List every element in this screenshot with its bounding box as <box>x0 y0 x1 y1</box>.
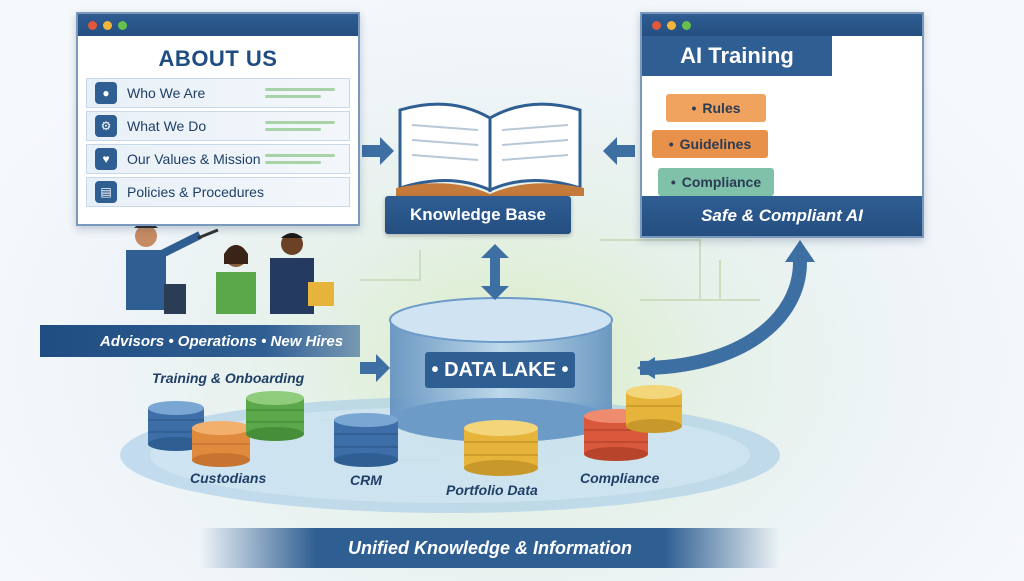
about-item-values-mission[interactable]: ♥ Our Values & Mission <box>86 144 350 174</box>
rules-pill[interactable]: • Rules <box>666 94 766 122</box>
unified-knowledge-banner: Unified Knowledge & Information <box>200 528 780 568</box>
person-icon: ● <box>95 82 117 104</box>
source-label-crm: CRM <box>350 472 382 488</box>
pill-label: Guidelines <box>679 136 752 152</box>
text-lines-decoration <box>265 88 335 102</box>
pill-label: Rules <box>702 100 741 116</box>
db-compliance-gold <box>626 385 682 433</box>
text-lines-decoration <box>265 154 335 168</box>
about-item-label: What We Do <box>127 118 207 134</box>
about-us-window: ABOUT US ● Who We Are ⚙ What We Do ♥ Our… <box>76 12 360 226</box>
close-dot-icon[interactable] <box>652 20 661 30</box>
unified-knowledge-label: Unified Knowledge & Information <box>348 537 632 558</box>
safe-compliant-ai-label: Safe & Compliant AI <box>642 196 922 236</box>
bullet-icon: • <box>670 174 676 190</box>
window-titlebar <box>78 14 358 36</box>
bullet-icon: • <box>691 100 697 116</box>
maximize-dot-icon[interactable] <box>682 20 691 30</box>
source-label-custodians: Custodians <box>190 470 267 486</box>
minimize-dot-icon[interactable] <box>667 20 676 30</box>
ai-training-window: AI Training • Rules • Guidelines • Complian… <box>640 12 924 238</box>
about-item-who-we-are[interactable]: ● Who We Are <box>86 78 350 108</box>
db-green <box>246 391 304 441</box>
source-label-portfolio: Portfolio Data <box>446 482 538 498</box>
compliance-pill[interactable]: • Compliance <box>658 168 774 196</box>
data-lake-cylinder <box>389 297 613 442</box>
data-lake-label: • DATA LAKE • <box>425 352 575 388</box>
bullet-icon: • <box>668 136 674 152</box>
about-item-label: Policies & Procedures <box>127 184 264 200</box>
maximize-dot-icon[interactable] <box>118 20 127 30</box>
db-crm <box>334 413 398 467</box>
db-custodians-orange <box>192 421 250 467</box>
about-item-label: Who We Are <box>127 85 206 101</box>
about-item-what-we-do[interactable]: ⚙ What We Do <box>86 111 350 141</box>
source-label-compliance: Compliance <box>580 470 660 486</box>
about-item-label: Our Values & Mission <box>127 151 261 167</box>
audience-banner: Advisors • Operations • New Hires <box>40 325 360 357</box>
heart-icon: ♥ <box>95 148 117 170</box>
guidelines-pill[interactable]: • Guidelines <box>652 130 768 158</box>
flow-arrows <box>360 137 815 382</box>
db-portfolio <box>464 420 538 476</box>
audience-label: Advisors • Operations • New Hires <box>100 332 344 350</box>
minimize-dot-icon[interactable] <box>103 20 112 30</box>
close-dot-icon[interactable] <box>88 20 97 30</box>
window-titlebar <box>642 14 922 36</box>
document-icon: ▤ <box>95 181 117 203</box>
text-lines-decoration <box>265 121 335 135</box>
gear-icon: ⚙ <box>95 115 117 137</box>
knowledge-base-label: Knowledge Base <box>385 196 571 234</box>
about-item-policies[interactable]: ▤ Policies & Procedures <box>86 177 350 207</box>
pill-label: Compliance <box>681 174 762 190</box>
people-illustration <box>126 222 334 314</box>
about-us-title: ABOUT US <box>158 46 278 71</box>
ai-training-title: AI Training <box>642 36 832 76</box>
book-icon <box>396 102 584 196</box>
training-onboarding-label: Training & Onboarding <box>152 370 305 386</box>
